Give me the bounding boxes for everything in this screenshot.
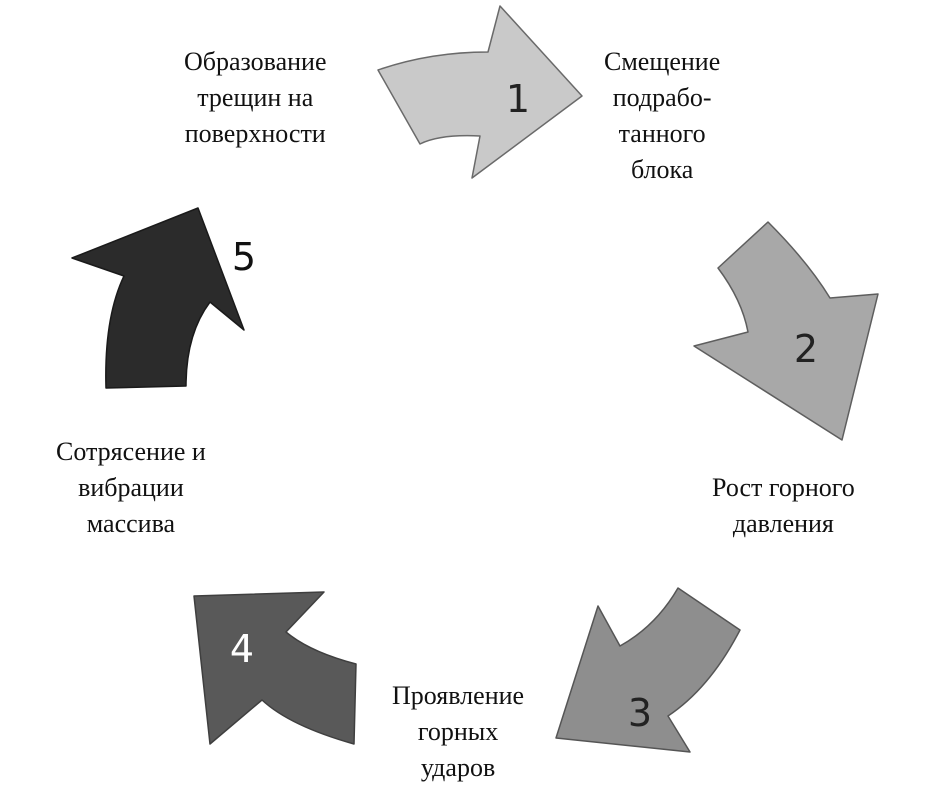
arrow-3-shape bbox=[555, 587, 741, 753]
label-step-4: Сотрясение и вибрации массива bbox=[56, 434, 206, 542]
arrow-3: 3 bbox=[555, 587, 741, 753]
label-step-1-line-3: танного bbox=[618, 119, 706, 148]
arrow-5: 5 bbox=[71, 207, 256, 389]
label-step-5-line-1: Образование bbox=[184, 47, 327, 76]
label-step-1-line-4: блока bbox=[630, 155, 694, 184]
arrow-2: 2 bbox=[693, 221, 879, 441]
label-step-4-line-1: Сотрясение и bbox=[56, 437, 206, 466]
label-step-3-line-1: Проявление bbox=[392, 681, 525, 710]
label-step-4-line-2: вибрации bbox=[78, 473, 184, 502]
label-step-3: Проявление горных ударов bbox=[392, 678, 524, 786]
arrow-4: 4 bbox=[193, 591, 357, 745]
label-step-1-line-1: Смещение bbox=[604, 47, 721, 76]
arrow-4-shape bbox=[193, 591, 357, 745]
label-step-1-line-2: подрабо- bbox=[612, 83, 712, 112]
arrow-1: 1 bbox=[377, 5, 583, 179]
arrow-3-number: 3 bbox=[628, 691, 652, 735]
label-step-5-line-2: трещин на bbox=[197, 83, 314, 112]
label-step-5: Образование трещин на поверхности bbox=[184, 44, 327, 152]
arrow-2-shape bbox=[693, 221, 879, 441]
arrow-5-shape bbox=[71, 207, 245, 389]
label-step-1: Смещение подрабо- танного блока bbox=[604, 44, 720, 188]
arrow-2-number: 2 bbox=[794, 327, 818, 371]
label-step-2: Рост горного давления bbox=[712, 470, 855, 542]
arrow-1-number: 1 bbox=[506, 77, 530, 121]
arrow-4-number: 4 bbox=[230, 627, 254, 671]
label-step-2-line-2: давления bbox=[732, 509, 834, 538]
arrow-5-number: 5 bbox=[232, 235, 256, 279]
label-step-2-line-1: Рост горного bbox=[712, 473, 855, 502]
label-step-5-line-3: поверхности bbox=[184, 119, 326, 148]
label-step-3-line-2: горных bbox=[417, 717, 499, 746]
arrow-1-shape bbox=[377, 5, 583, 179]
label-step-4-line-3: массива bbox=[86, 509, 176, 538]
label-step-3-line-3: ударов bbox=[420, 753, 496, 782]
